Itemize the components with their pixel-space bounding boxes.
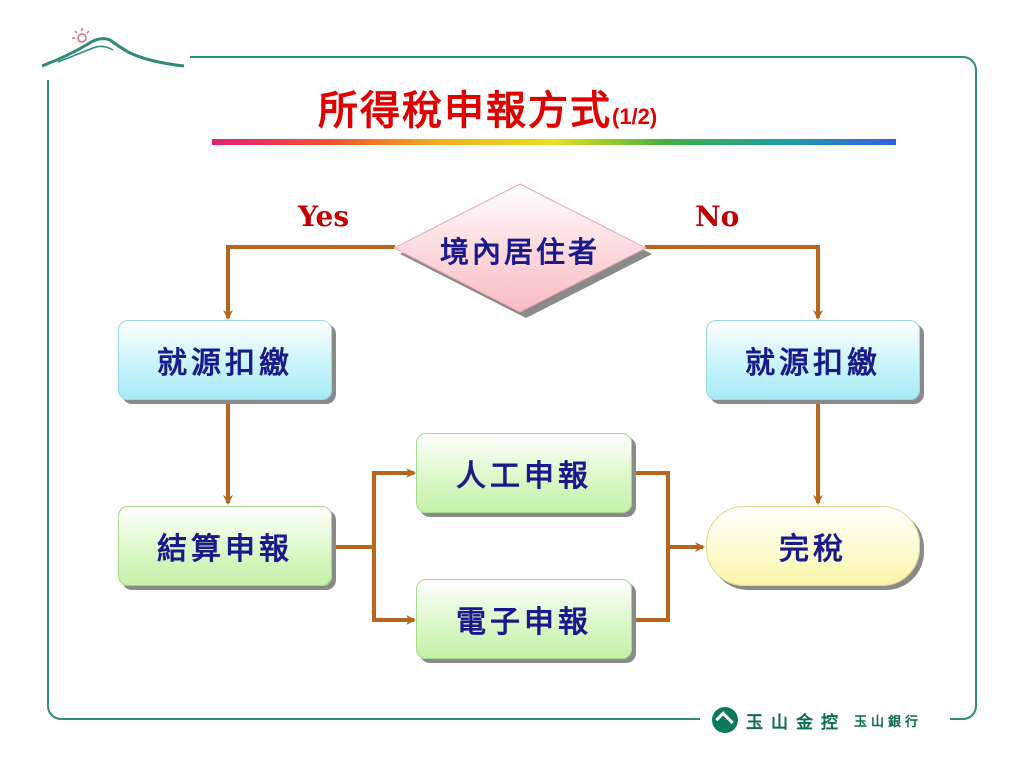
electronic-filing-label: 電子申報 (456, 605, 592, 640)
manual-filing-label: 人工申報 (456, 459, 592, 494)
electronic-filing-box: 電子申報 (416, 579, 632, 659)
title-main: 所得稅申報方式 (318, 87, 612, 134)
footer-brand: 玉山金控 (746, 712, 846, 733)
esun-logo-icon (712, 707, 738, 733)
arrow-yes (223, 245, 395, 320)
decision-label: 境內居住者 (439, 235, 600, 269)
tax-complete-label: 完稅 (779, 532, 847, 567)
decision-diamond (392, 183, 652, 318)
arrow-to-manual (372, 468, 416, 547)
left-withholding-box: 就源扣繳 (118, 320, 332, 400)
frame-gap-bottom (700, 706, 950, 736)
no-label: No (695, 200, 740, 233)
right-withholding-label: 就源扣繳 (745, 346, 881, 381)
yes-label: Yes (298, 200, 350, 233)
title-underline (212, 139, 896, 145)
arrow-to-electronic (372, 547, 416, 625)
footer-branding: 玉山金控 玉山銀行 (712, 706, 922, 734)
settlement-filing-label: 結算申報 (157, 532, 293, 567)
mountain-logo-icon (41, 28, 185, 68)
right-withholding-box: 就源扣繳 (706, 320, 920, 400)
footer-bank: 玉山銀行 (854, 714, 923, 730)
settlement-filing-box: 結算申報 (118, 506, 332, 586)
left-withholding-label: 就源扣繳 (157, 346, 293, 381)
tax-complete-box: 完稅 (706, 506, 920, 586)
title-sub: (1/2) (612, 104, 658, 129)
arrow-no (645, 245, 823, 320)
arrow-manual-join (636, 471, 670, 622)
slide-frame (47, 56, 977, 720)
page-title: 所得稅申報方式(1/2) (318, 78, 658, 134)
manual-filing-box: 人工申報 (416, 433, 632, 513)
